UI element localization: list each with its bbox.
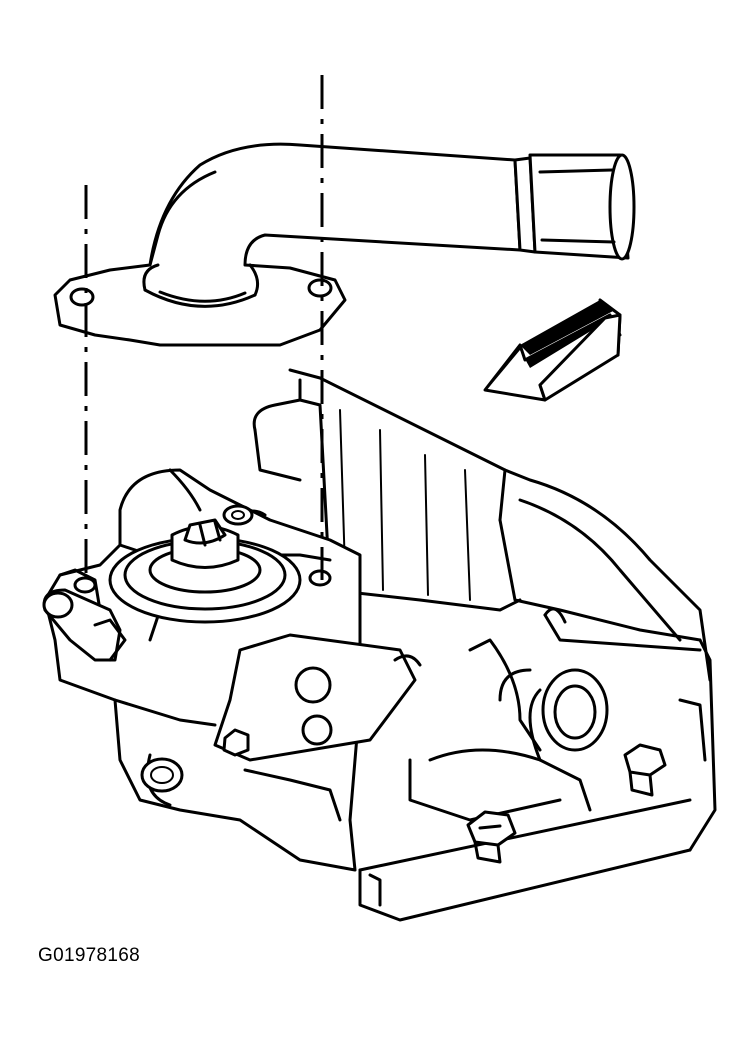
figure-code: G01978168	[38, 945, 141, 966]
mounting-hole-right	[308, 569, 332, 587]
housing-bracket	[213, 633, 422, 762]
bolt-lower-center	[466, 810, 517, 864]
hose-nipple	[513, 153, 636, 261]
coolant-outlet-elbow	[53, 142, 522, 347]
direction-arrow	[483, 298, 622, 402]
thermostat	[108, 518, 302, 624]
mounting-hole-left	[73, 576, 97, 594]
alignment-centerlines	[84, 75, 324, 580]
bleeder-plug	[222, 504, 254, 526]
coolant-port	[528, 668, 609, 762]
coolant-temperature-sensor	[42, 588, 127, 662]
bolt-lower-right	[623, 743, 667, 797]
bolt-lower-left	[140, 757, 184, 793]
engine-block	[252, 368, 717, 922]
